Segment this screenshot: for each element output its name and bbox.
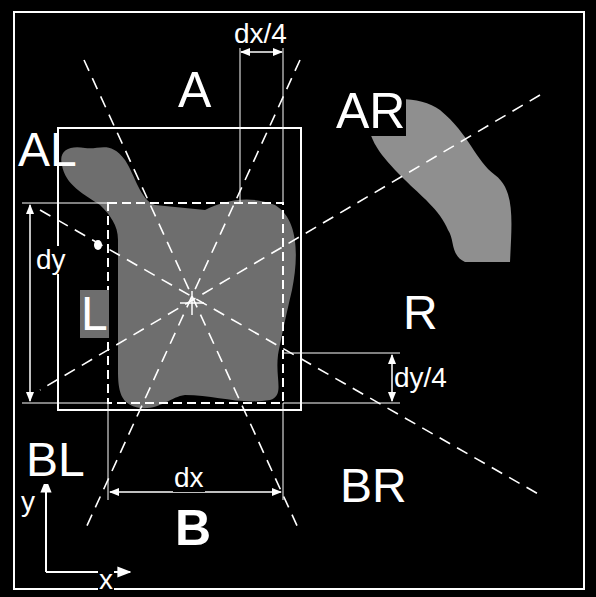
dimension-label: dx/4 <box>233 20 288 48</box>
region-label: AL <box>17 126 78 174</box>
dimension-label: dx <box>173 464 205 492</box>
sector-lines <box>40 60 540 530</box>
axes <box>46 480 130 572</box>
dashed-box <box>108 203 283 403</box>
region-label: BL <box>25 436 86 484</box>
region-label: L <box>80 290 109 338</box>
object-blob <box>61 147 296 408</box>
dimension-label: dy/4 <box>393 364 448 392</box>
axis-label: x <box>98 566 114 594</box>
region-label: BR <box>339 462 408 510</box>
region-label: R <box>402 289 439 337</box>
region-label: B <box>174 503 212 553</box>
region-label: A <box>177 65 212 115</box>
center-star <box>180 291 204 315</box>
dimension-label: dy <box>35 246 67 274</box>
axis-label: y <box>20 488 36 516</box>
region-label: AR <box>335 86 406 136</box>
frame <box>14 12 584 589</box>
